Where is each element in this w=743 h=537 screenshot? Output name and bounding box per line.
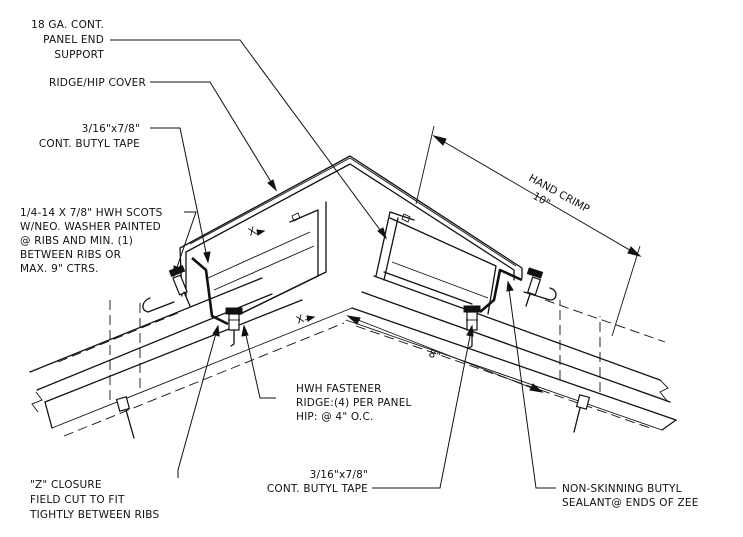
left-ridge-fastener bbox=[225, 307, 243, 347]
x-mark-left: X bbox=[247, 225, 258, 239]
svg-text:@ RIBS AND MIN. (1): @ RIBS AND MIN. (1) bbox=[20, 235, 133, 247]
svg-text:W/NEO. WASHER PAINTED: W/NEO. WASHER PAINTED bbox=[20, 221, 161, 233]
left-roof-panel bbox=[29, 277, 353, 437]
label-hwh-scots: 1/4-14 X 7/8" HWH SCOTS W/NEO. WASHER PA… bbox=[20, 207, 163, 275]
svg-text:RIDGE/HIP COVER: RIDGE/HIP COVER bbox=[49, 77, 146, 89]
label-z-closure: "Z" CLOSURE FIELD CUT TO FIT TIGHTLY BET… bbox=[29, 479, 159, 521]
label-sealant: NON-SKINNING BUTYL SEALANT@ ENDS OF ZEE bbox=[562, 483, 699, 509]
svg-text:TIGHTLY BETWEEN RIBS: TIGHTLY BETWEEN RIBS bbox=[29, 509, 159, 521]
svg-text:CONT. BUTYL TAPE: CONT. BUTYL TAPE bbox=[267, 483, 368, 495]
svg-text:1/4-14 X 7/8" HWH SCOTS: 1/4-14 X 7/8" HWH SCOTS bbox=[20, 207, 163, 219]
svg-text:3/16"x7/8": 3/16"x7/8" bbox=[82, 123, 140, 135]
svg-text:PANEL END: PANEL END bbox=[43, 34, 104, 46]
label-butyl-tape-bottom: 3/16"x7/8" CONT. BUTYL TAPE bbox=[267, 469, 368, 495]
eight-inch-label: 8" bbox=[427, 348, 442, 363]
right-zee-closure bbox=[375, 211, 523, 315]
svg-text:CONT. BUTYL TAPE: CONT. BUTYL TAPE bbox=[39, 138, 140, 150]
svg-text:3/16"x7/8": 3/16"x7/8" bbox=[310, 469, 368, 481]
left-panel-screw bbox=[168, 264, 191, 307]
label-butyl-tape-top: 3/16"x7/8" CONT. BUTYL TAPE bbox=[39, 123, 140, 150]
x-mark-right: X bbox=[295, 313, 306, 327]
svg-text:NON-SKINNING BUTYL: NON-SKINNING BUTYL bbox=[562, 483, 682, 495]
svg-text:"Z" CLOSURE: "Z" CLOSURE bbox=[30, 479, 102, 491]
label-hwh-fastener: HWH FASTENER RIDGE:(4) PER PANEL HIP: @ … bbox=[296, 383, 412, 423]
svg-text:MAX. 9" CTRS.: MAX. 9" CTRS. bbox=[20, 263, 99, 275]
svg-text:SEALANT@ ENDS OF ZEE: SEALANT@ ENDS OF ZEE bbox=[562, 497, 699, 509]
svg-text:SUPPORT: SUPPORT bbox=[54, 49, 104, 61]
svg-text:HWH FASTENER: HWH FASTENER bbox=[296, 383, 382, 395]
label-ridge-hip-cover: RIDGE/HIP COVER bbox=[49, 77, 146, 89]
svg-text:FIELD CUT TO FIT: FIELD CUT TO FIT bbox=[30, 494, 125, 506]
label-panel-end-support: 18 GA. CONT. PANEL END SUPPORT bbox=[31, 19, 104, 61]
leader-lines bbox=[110, 39, 556, 489]
left-lower-screw bbox=[115, 396, 135, 439]
right-roof-panel bbox=[345, 275, 677, 431]
dimension-8in bbox=[346, 315, 544, 393]
svg-text:RIDGE:(4) PER PANEL: RIDGE:(4) PER PANEL bbox=[296, 397, 412, 409]
svg-text:HIP: @ 4" O.C.: HIP: @ 4" O.C. bbox=[296, 411, 374, 423]
svg-text:18 GA. CONT.: 18 GA. CONT. bbox=[31, 19, 104, 31]
dimension-10in bbox=[415, 125, 642, 337]
right-panel-screw bbox=[525, 267, 544, 307]
right-lower-screw bbox=[573, 394, 591, 433]
svg-text:BETWEEN RIBS OR: BETWEEN RIBS OR bbox=[20, 249, 121, 261]
left-zee-closure bbox=[191, 201, 327, 326]
ridge-hip-cover bbox=[179, 155, 523, 297]
